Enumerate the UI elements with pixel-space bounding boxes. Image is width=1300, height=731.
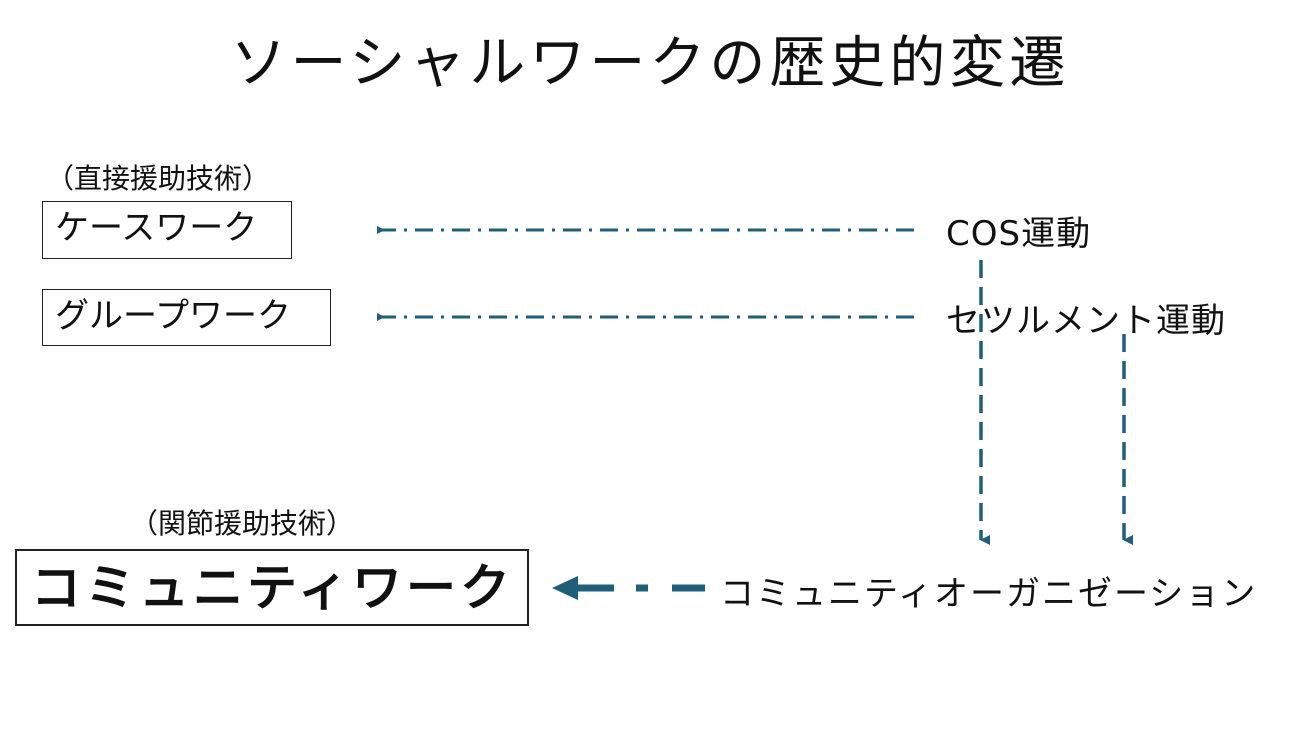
community-organization-to-communitywork-arrow: [552, 576, 705, 600]
indirect-support-caption: （関節援助技術）: [130, 507, 355, 540]
direct-support-caption: （直接援助技術）: [46, 162, 271, 195]
cos-movement-label: COS運動: [946, 214, 1092, 254]
groupwork-box: グループワーク: [42, 289, 331, 346]
casework-box: ケースワーク: [42, 201, 292, 259]
communitywork-box: コミュニティワーク: [15, 549, 529, 626]
slide-title: ソーシャルワークの歴史的変遷: [230, 31, 1070, 96]
casework-label: ケースワーク: [55, 208, 258, 248]
community-organization-label: コミュニティオーガニゼーション: [720, 574, 1258, 614]
communitywork-label: コミュニティワーク: [31, 559, 514, 617]
groupwork-label: グループワーク: [55, 296, 291, 336]
settlement-movement-label: セツルメント運動: [946, 301, 1226, 341]
